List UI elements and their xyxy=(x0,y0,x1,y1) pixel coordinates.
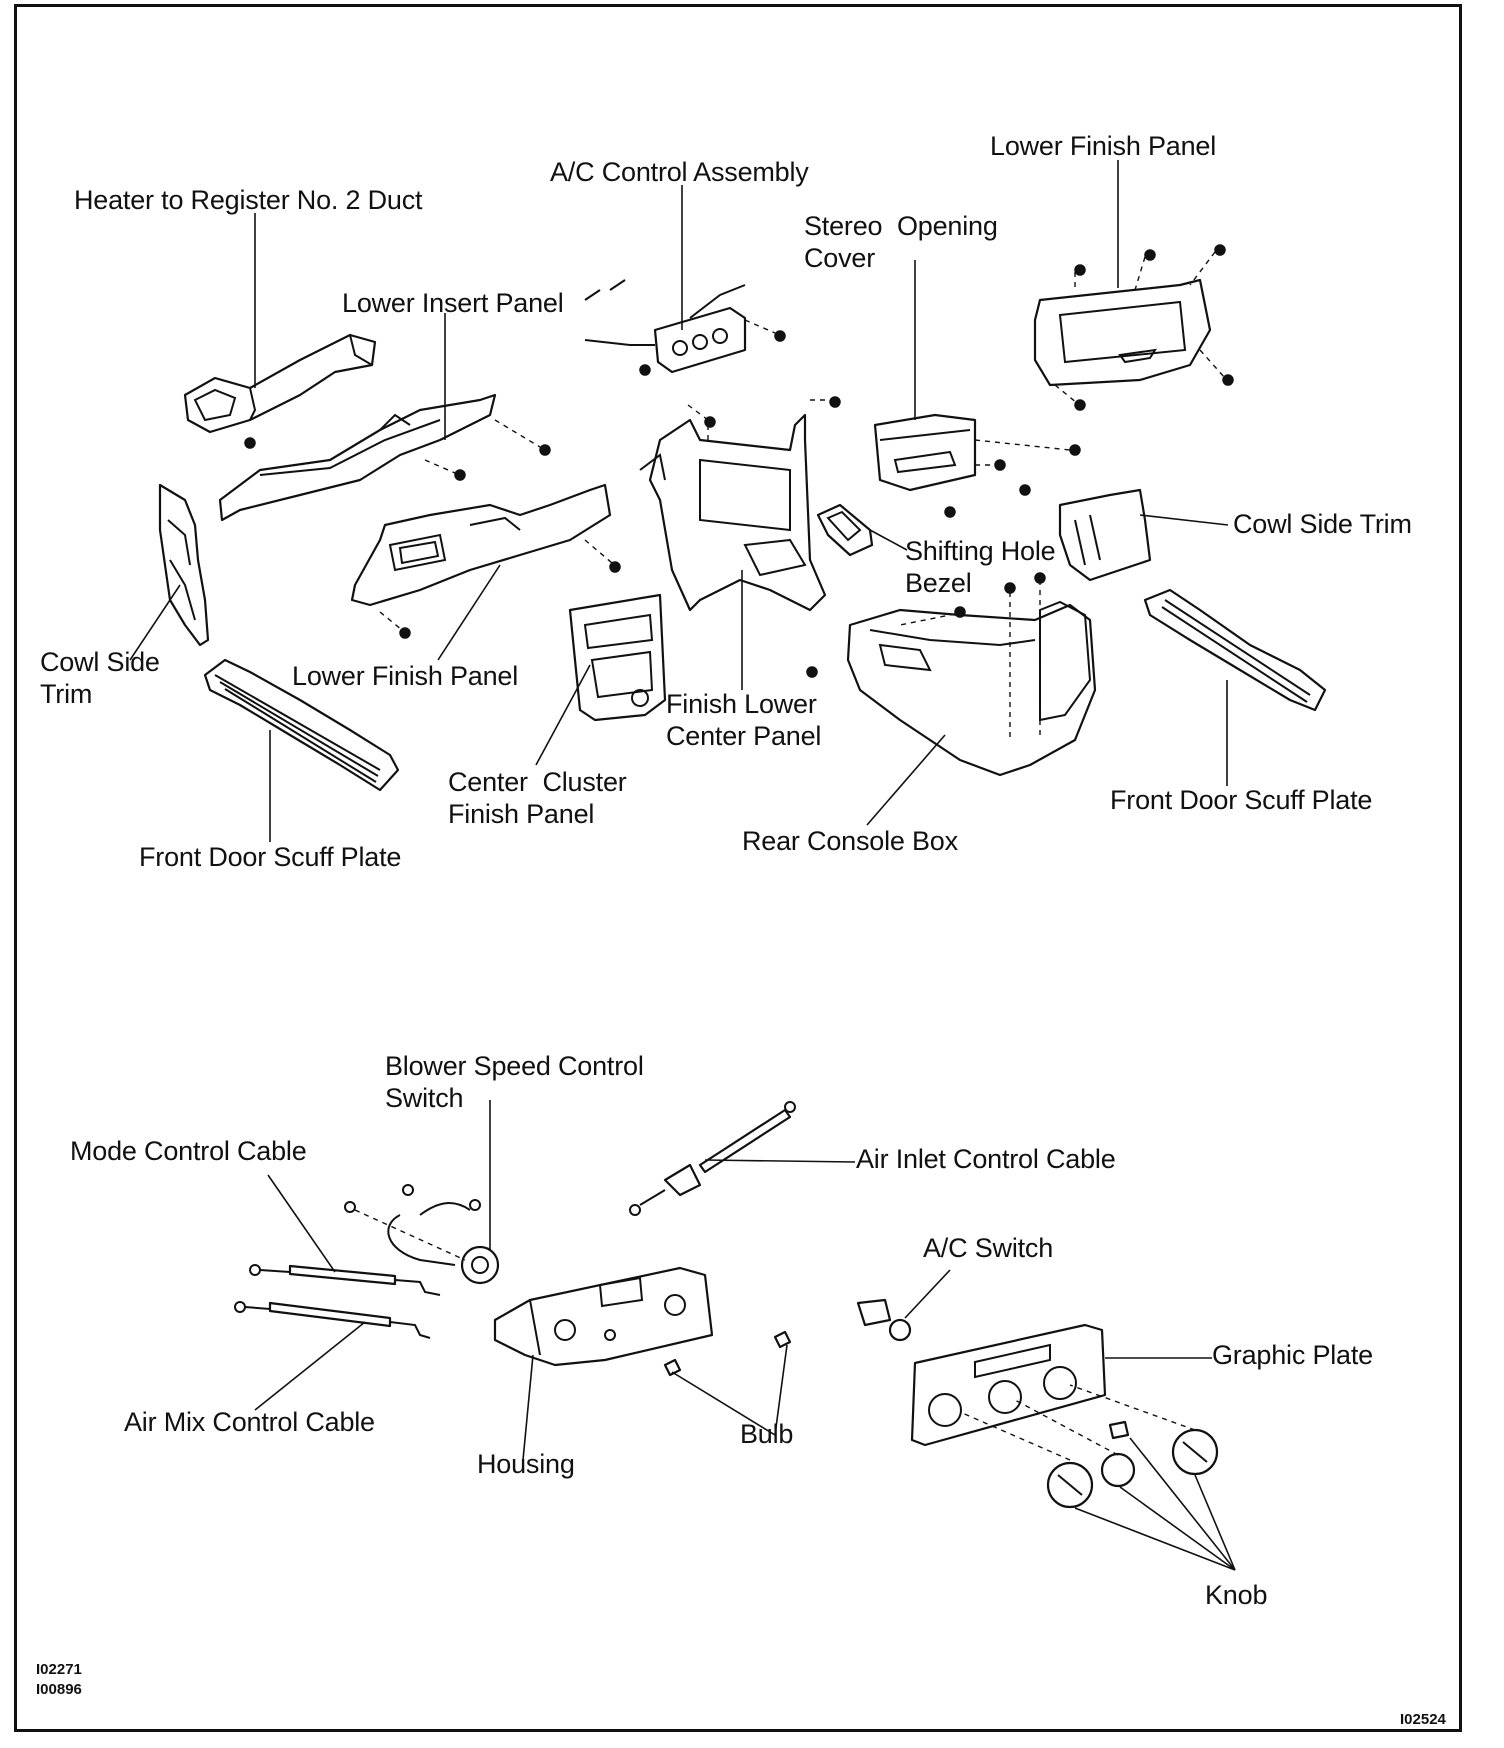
reference-code: I02524 xyxy=(1400,1711,1446,1728)
label-rear-console-box: Rear Console Box xyxy=(742,826,958,856)
label-finish-lower-center-panel: Finish Lower Center Panel xyxy=(666,689,822,751)
label-ac-switch: A/C Switch xyxy=(923,1233,1054,1263)
housing-part xyxy=(493,1266,714,1367)
screws-top xyxy=(244,244,1234,678)
air-mix-control-cable-part xyxy=(234,1301,431,1339)
rear-console-box-part xyxy=(846,600,1097,777)
label-lower-insert-panel: Lower Insert Panel xyxy=(342,288,564,318)
cowl-side-trim-right-part xyxy=(1058,488,1152,582)
front-door-scuff-plate-left-part xyxy=(203,658,400,792)
label-blower-speed-control-switch: Blower Speed Control Switch xyxy=(385,1051,644,1113)
shifting-hole-bezel-part xyxy=(816,503,874,557)
label-knob: Knob xyxy=(1205,1580,1268,1610)
label-cowl-side-trim-left: Cowl Side Trim xyxy=(40,647,160,709)
reference-code: I00896 xyxy=(36,1681,82,1698)
lower-finish-panel-right-part xyxy=(1033,278,1212,387)
diagram-frame xyxy=(14,4,1462,1732)
center-cluster-finish-panel-part xyxy=(568,593,667,722)
finish-lower-center-panel-part xyxy=(639,413,827,612)
label-ac-control-assembly: A/C Control Assembly xyxy=(550,157,809,187)
label-heater-to-register-duct: Heater to Register No. 2 Duct xyxy=(74,185,423,215)
label-lower-finish-panel-right: Lower Finish Panel xyxy=(990,131,1217,161)
heater-duct-part xyxy=(183,333,377,434)
label-front-door-scuff-plate-left: Front Door Scuff Plate xyxy=(139,842,402,872)
label-graphic-plate: Graphic Plate xyxy=(1212,1340,1373,1370)
label-stereo-opening-cover: Stereo Opening Cover xyxy=(804,211,998,273)
mode-control-cable-part xyxy=(249,1264,441,1296)
cowl-side-trim-left-part xyxy=(158,483,210,647)
bulb-parts xyxy=(663,1330,792,1377)
label-cowl-side-trim-right: Cowl Side Trim xyxy=(1233,509,1412,539)
ac-control-assembly-part xyxy=(584,279,747,374)
label-air-inlet-control-cable: Air Inlet Control Cable xyxy=(856,1144,1116,1174)
label-lower-finish-panel-left: Lower Finish Panel xyxy=(292,661,519,691)
stereo-opening-cover-part xyxy=(873,413,977,492)
lower-finish-panel-left-part xyxy=(350,483,612,607)
graphic-plate-part xyxy=(910,1323,1107,1447)
lower-insert-panel-part xyxy=(218,393,497,522)
label-bulb: Bulb xyxy=(740,1419,794,1449)
label-housing: Housing xyxy=(477,1449,575,1479)
ac-switch-part xyxy=(856,1298,912,1342)
reference-code: I02271 xyxy=(36,1661,82,1678)
label-mode-control-cable: Mode Control Cable xyxy=(70,1136,307,1166)
leader-lines xyxy=(129,160,1236,1571)
blower-speed-control-switch-part xyxy=(344,1184,500,1285)
label-air-mix-control-cable: Air Mix Control Cable xyxy=(124,1407,375,1437)
air-inlet-control-cable-part xyxy=(629,1101,796,1216)
label-front-door-scuff-plate-right: Front Door Scuff Plate xyxy=(1110,785,1373,815)
label-shifting-hole-bezel: Shifting Hole Bezel xyxy=(905,536,1056,598)
knob-parts xyxy=(959,1384,1219,1509)
screw-guides-top xyxy=(379,251,1226,740)
label-center-cluster-finish-panel: Center Cluster Finish Panel xyxy=(448,767,627,829)
front-door-scuff-plate-right-part xyxy=(1143,588,1327,712)
